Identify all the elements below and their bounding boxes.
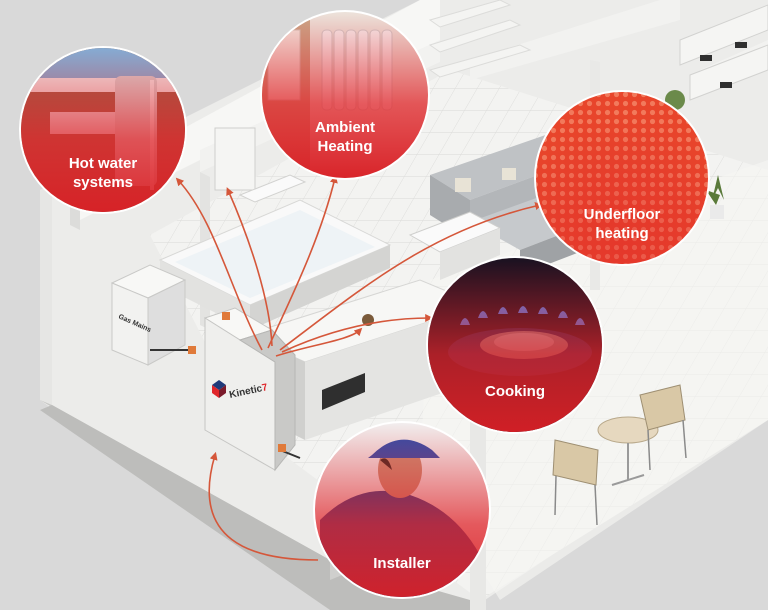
callout-cooking: Cooking bbox=[426, 256, 604, 434]
underfloor-line1: Underfloor bbox=[584, 206, 661, 223]
arrow-to-underfloor bbox=[279, 202, 544, 351]
callout-hot-water-systems: Hot water systems bbox=[19, 46, 187, 214]
hot-water-line1: Hot water bbox=[69, 155, 138, 172]
ambient-line1: Ambient bbox=[315, 119, 375, 136]
callout-installer: Installer bbox=[313, 421, 491, 599]
gas-mains-box: Gas Mains bbox=[110, 264, 196, 366]
arrow-to-ambient-2 bbox=[226, 187, 273, 347]
ambient-line2: Heating bbox=[317, 138, 372, 155]
bathroom-vanity bbox=[214, 127, 307, 203]
arrow-to-cooking bbox=[281, 314, 434, 353]
callout-underfloor-heating: Underfloor heating bbox=[534, 90, 710, 266]
callout-ambient-heating: Ambient Heating bbox=[260, 10, 430, 180]
bookshelf bbox=[428, 0, 532, 78]
dining-set bbox=[552, 384, 687, 526]
kinetic-logo-icon bbox=[212, 380, 226, 398]
arrow-to-kitchen bbox=[275, 327, 363, 357]
installer-label: Installer bbox=[373, 555, 431, 572]
kinetic-unit: Kinetic7 bbox=[203, 307, 301, 472]
arrow-from-installer bbox=[208, 451, 319, 561]
underfloor-line2: heating bbox=[595, 225, 648, 242]
connection-arrows bbox=[175, 174, 544, 561]
arrow-to-hot-water bbox=[175, 177, 263, 351]
hot-water-line2: systems bbox=[73, 174, 133, 191]
bathroom-fixtures-right bbox=[679, 4, 768, 101]
cooking-label: Cooking bbox=[485, 383, 545, 400]
arrow-to-ambient bbox=[267, 174, 338, 349]
